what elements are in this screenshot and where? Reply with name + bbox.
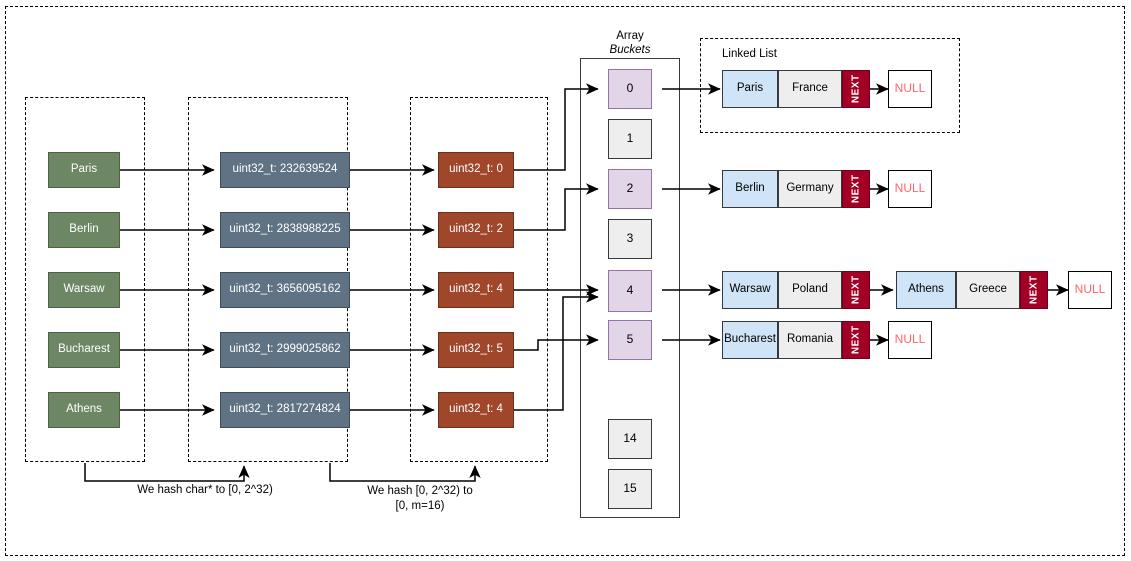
ll-node-next[interactable]: NEXT: [842, 271, 870, 309]
next-label: NEXT: [850, 325, 862, 355]
key-box[interactable]: Athens: [48, 392, 120, 428]
ll-null-terminator: NULL: [1068, 271, 1112, 309]
keys-group-box: [25, 97, 145, 462]
outer-dashed-frame: [5, 6, 1125, 556]
hash32-box[interactable]: uint32_t: 3656095162: [220, 272, 350, 308]
ll-null-terminator: NULL: [888, 170, 932, 208]
ll-null-terminator: NULL: [888, 321, 932, 359]
next-label: NEXT: [850, 275, 862, 305]
ll-node-next[interactable]: NEXT: [842, 70, 870, 108]
ll-node-value[interactable]: Germany: [778, 170, 842, 208]
bucket-slot[interactable]: 4: [608, 270, 652, 312]
bucket-slot[interactable]: 0: [608, 69, 652, 109]
key-box[interactable]: Warsaw: [48, 272, 120, 308]
key-box[interactable]: Bucharest: [48, 332, 120, 368]
bucket-slot[interactable]: 14: [608, 419, 652, 459]
ll-node-next[interactable]: NEXT: [842, 321, 870, 359]
linked-list-title: Linked List: [722, 48, 777, 60]
ll-node-value[interactable]: Greece: [956, 271, 1020, 309]
ll-node-key[interactable]: Warsaw: [722, 271, 778, 309]
ll-node-key[interactable]: Athens: [896, 271, 956, 309]
key-box[interactable]: Berlin: [48, 212, 120, 248]
bucket-slot[interactable]: 3: [608, 219, 652, 259]
linked-list-group-box: [700, 38, 960, 133]
bucket-index-box[interactable]: uint32_t: 2: [438, 212, 514, 248]
ll-node-key[interactable]: Paris: [722, 70, 778, 108]
ll-null-terminator: NULL: [888, 70, 932, 108]
hash32-box[interactable]: uint32_t: 232639524: [220, 152, 350, 188]
ll-node-key[interactable]: Bucharest: [722, 321, 778, 359]
caption-hash-modulo-line1: We hash [0, 2^32) to: [367, 485, 473, 497]
bucket-index-box[interactable]: uint32_t: 4: [438, 392, 514, 428]
hash32-box[interactable]: uint32_t: 2999025862: [220, 332, 350, 368]
next-label: NEXT: [850, 174, 862, 204]
ll-node-key[interactable]: Berlin: [722, 170, 778, 208]
bucket-slot[interactable]: 1: [608, 119, 652, 159]
bucket-index-box[interactable]: uint32_t: 4: [438, 272, 514, 308]
key-box[interactable]: Paris: [48, 152, 120, 188]
hash32-box[interactable]: uint32_t: 2838988225: [220, 212, 350, 248]
next-label: NEXT: [1028, 275, 1040, 305]
buckets-title: Buckets: [609, 44, 651, 57]
bucket-index-group-box: [410, 97, 548, 462]
ll-node-next[interactable]: NEXT: [842, 170, 870, 208]
ll-node-value[interactable]: Romania: [778, 321, 842, 359]
caption-hash-charptr: We hash char* to [0, 2^32): [137, 484, 273, 496]
next-label: NEXT: [850, 74, 862, 104]
bucket-index-box[interactable]: uint32_t: 0: [438, 152, 514, 188]
hash32-box[interactable]: uint32_t: 2817274824: [220, 392, 350, 428]
array-title: Array: [616, 30, 644, 43]
bucket-slot[interactable]: 2: [608, 169, 652, 209]
caption-hash-modulo-line2: [0, m=16): [395, 499, 445, 512]
ll-node-value[interactable]: France: [778, 70, 842, 108]
bucket-slot[interactable]: 5: [608, 320, 652, 360]
bucket-index-box[interactable]: uint32_t: 5: [438, 332, 514, 368]
ll-node-next[interactable]: NEXT: [1020, 271, 1048, 309]
bucket-slot[interactable]: 15: [608, 469, 652, 509]
ll-node-value[interactable]: Poland: [778, 271, 842, 309]
